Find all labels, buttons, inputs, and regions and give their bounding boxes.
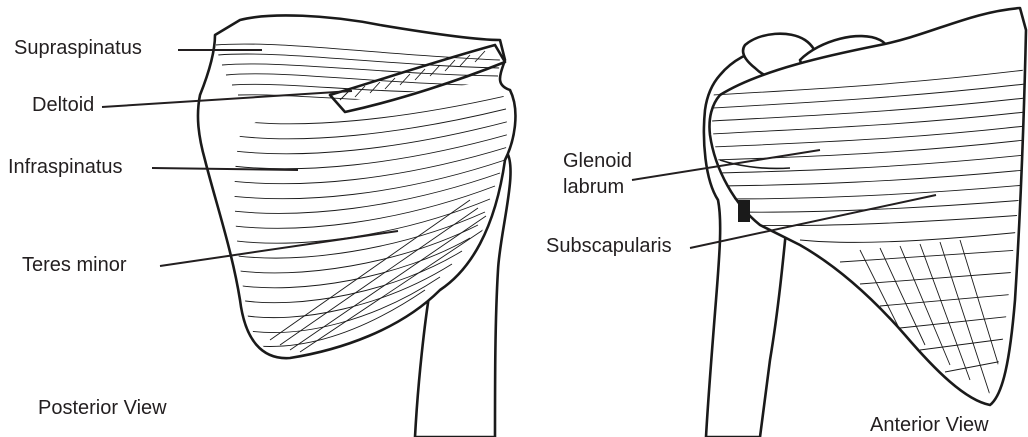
caption-anterior-view: Anterior View (870, 414, 989, 436)
label-supraspinatus: Supraspinatus (14, 37, 142, 59)
label-subscapularis: Subscapularis (546, 235, 672, 257)
label-glenoid-line2: labrum (563, 176, 624, 198)
label-infraspinatus: Infraspinatus (8, 156, 123, 178)
label-deltoid: Deltoid (32, 94, 94, 116)
biceps-tendon-detail (738, 200, 750, 222)
anterior-view-illustration (704, 8, 1026, 437)
posterior-view-illustration (198, 15, 515, 437)
label-teres-minor: Teres minor (22, 254, 127, 276)
caption-posterior-view: Posterior View (38, 397, 167, 419)
label-glenoid-line1: Glenoid (563, 150, 632, 172)
